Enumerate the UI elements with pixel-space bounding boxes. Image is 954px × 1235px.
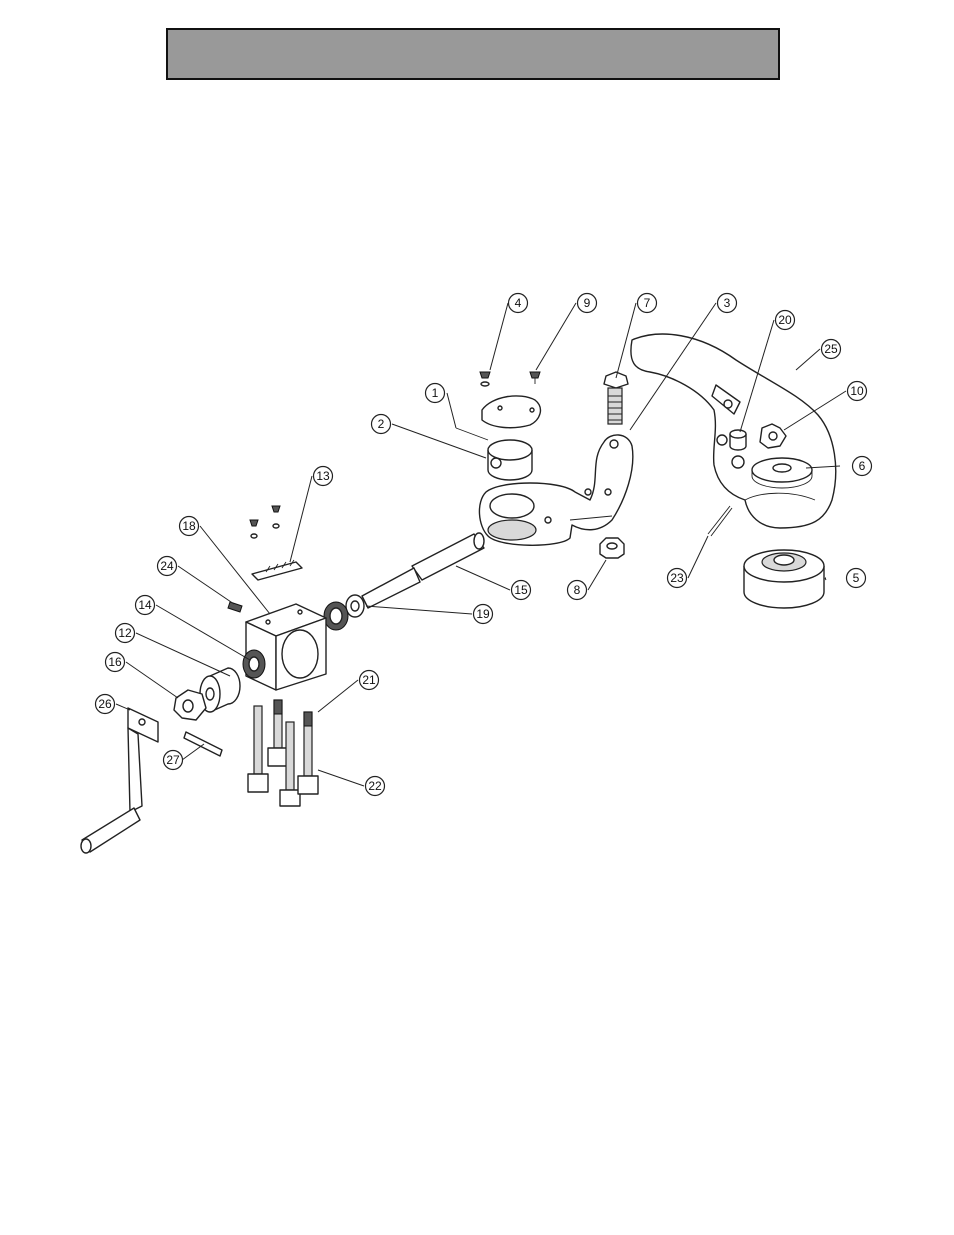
- svg-text:22: 22: [368, 779, 382, 793]
- callout-14: 14: [134, 594, 156, 616]
- svg-text:10: 10: [850, 384, 864, 398]
- svg-text:16: 16: [108, 655, 122, 669]
- svg-text:4: 4: [515, 296, 522, 310]
- svg-text:26: 26: [98, 697, 112, 711]
- callout-2: 2: [370, 413, 392, 435]
- shaft-part: [361, 532, 485, 609]
- callout-26: 26: [94, 693, 116, 715]
- callout-4: 4: [507, 292, 529, 314]
- title-bar: [166, 28, 780, 80]
- housing-block-part: [245, 603, 327, 691]
- svg-text:15: 15: [514, 583, 528, 597]
- svg-text:1: 1: [432, 386, 439, 400]
- callout-27: 27: [162, 749, 184, 771]
- cover-screws-part: [479, 371, 541, 387]
- handle-pin-part: [183, 731, 223, 757]
- thrust-washer-part: [345, 594, 365, 618]
- svg-text:12: 12: [118, 626, 132, 640]
- callout-21: 21: [358, 669, 380, 691]
- adjusting-plate-part: [249, 505, 303, 581]
- long-bolts-part: [247, 699, 319, 807]
- housing-bearing-part: [242, 649, 266, 679]
- callout-24: 24: [156, 555, 178, 577]
- callout-3: 3: [716, 292, 738, 314]
- svg-text:27: 27: [166, 753, 180, 767]
- svg-text:21: 21: [362, 673, 376, 687]
- svg-text:24: 24: [160, 559, 174, 573]
- crank-handle-part: [80, 707, 159, 854]
- castle-nut-part: [759, 423, 787, 449]
- pivot-arm-part: [478, 434, 634, 546]
- crank-nut-part: [173, 689, 207, 721]
- svg-text:14: 14: [138, 598, 152, 612]
- callout-16: 16: [104, 651, 126, 673]
- callout-12: 12: [114, 622, 136, 644]
- svg-text:23: 23: [670, 571, 684, 585]
- svg-text:25: 25: [824, 342, 838, 356]
- callout-25: 25: [820, 338, 842, 360]
- callout-19: 19: [472, 603, 494, 625]
- callout-5: 5: [845, 567, 867, 589]
- cover-plate-part: [455, 395, 542, 441]
- callout-23: 23: [666, 567, 688, 589]
- callout-8: 8: [566, 579, 588, 601]
- svg-text:19: 19: [476, 607, 490, 621]
- callout-7: 7: [636, 292, 658, 314]
- callout-10: 10: [846, 380, 868, 402]
- leader-lines: [115, 302, 847, 787]
- cotter-pin-part: [707, 505, 733, 537]
- svg-text:6: 6: [859, 459, 866, 473]
- callout-18: 18: [178, 515, 200, 537]
- collar-part: [199, 667, 241, 713]
- callout-13: 13: [312, 465, 334, 487]
- svg-text:3: 3: [724, 296, 731, 310]
- base-cylinder-part: [743, 549, 825, 609]
- callout-22: 22: [364, 775, 386, 797]
- callout-1: 1: [424, 382, 446, 404]
- bushing-part: [729, 429, 747, 451]
- hex-nut-part: [599, 537, 625, 559]
- callout-20: 20: [774, 309, 796, 331]
- svg-text:20: 20: [778, 313, 792, 327]
- set-screw-part: [227, 601, 243, 613]
- callout-15: 15: [510, 579, 532, 601]
- hex-bolt-part: [603, 371, 629, 425]
- callout-6: 6: [851, 455, 873, 477]
- svg-text:5: 5: [853, 571, 860, 585]
- washer-part: [751, 457, 813, 489]
- svg-text:9: 9: [584, 296, 591, 310]
- callout-9: 9: [576, 292, 598, 314]
- cylinder-block-part: [487, 439, 533, 481]
- svg-text:2: 2: [378, 417, 385, 431]
- svg-text:13: 13: [316, 469, 330, 483]
- svg-text:18: 18: [182, 519, 196, 533]
- svg-text:7: 7: [644, 296, 651, 310]
- bearing-part: [323, 601, 349, 631]
- svg-text:8: 8: [574, 583, 581, 597]
